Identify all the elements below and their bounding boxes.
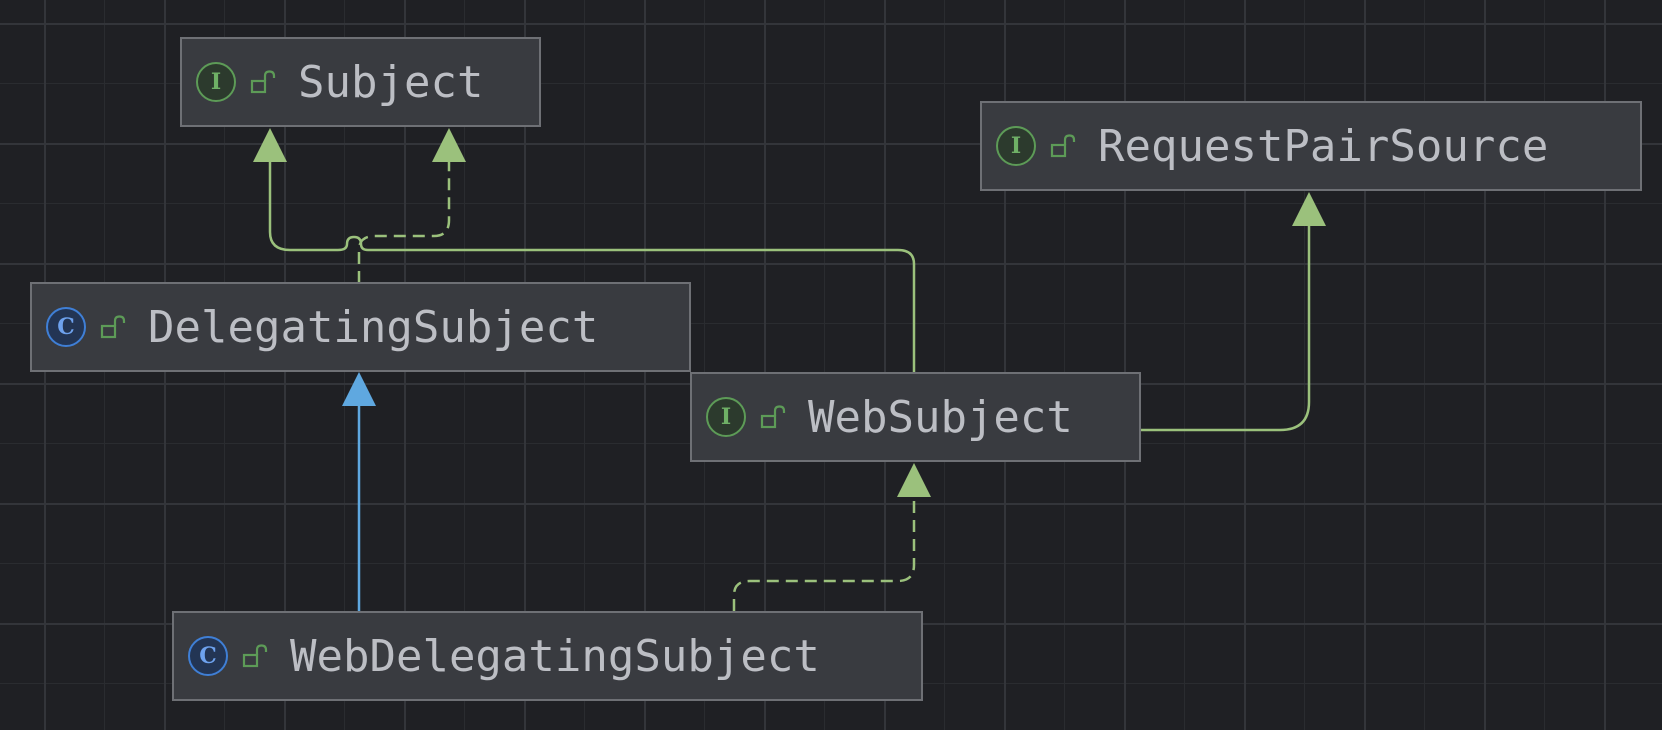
unlocked-icon bbox=[760, 405, 786, 429]
node-label: WebDelegatingSubject bbox=[290, 630, 820, 682]
class-icon: C bbox=[46, 307, 86, 347]
edge-delegatingsubject-to-subject bbox=[357, 162, 451, 283]
node-label: DelegatingSubject bbox=[148, 301, 599, 353]
node-label: Subject bbox=[298, 56, 484, 108]
arrowhead-subject-left bbox=[253, 128, 287, 162]
node-label: WebSubject bbox=[808, 391, 1073, 443]
arrowhead-subject-right bbox=[432, 128, 466, 162]
interface-icon: I bbox=[706, 397, 746, 437]
interface-icon: I bbox=[996, 126, 1036, 166]
class-icon: C bbox=[188, 636, 228, 676]
edge-websubject-to-subject bbox=[268, 162, 916, 372]
unlocked-icon bbox=[242, 644, 268, 668]
arrowhead-delegatingsubject bbox=[342, 372, 376, 406]
node-delegating-subject[interactable]: C DelegatingSubject bbox=[30, 282, 691, 372]
node-subject[interactable]: I Subject bbox=[180, 37, 541, 127]
unlocked-icon bbox=[250, 70, 276, 94]
edge-websubject-to-requestpairsource bbox=[1140, 226, 1311, 432]
interface-icon: I bbox=[196, 62, 236, 102]
arrowhead-websubject bbox=[897, 463, 931, 497]
node-web-delegating-subject[interactable]: C WebDelegatingSubject bbox=[172, 611, 923, 701]
node-request-pair-source[interactable]: I RequestPairSource bbox=[980, 101, 1642, 191]
node-label: RequestPairSource bbox=[1098, 120, 1549, 172]
arrowhead-requestpairsource bbox=[1292, 192, 1326, 226]
unlocked-icon bbox=[100, 315, 126, 339]
node-web-subject[interactable]: I WebSubject bbox=[690, 372, 1141, 462]
edge-webdelegatingsubject-to-websubject bbox=[732, 497, 916, 611]
unlocked-icon bbox=[1050, 134, 1076, 158]
